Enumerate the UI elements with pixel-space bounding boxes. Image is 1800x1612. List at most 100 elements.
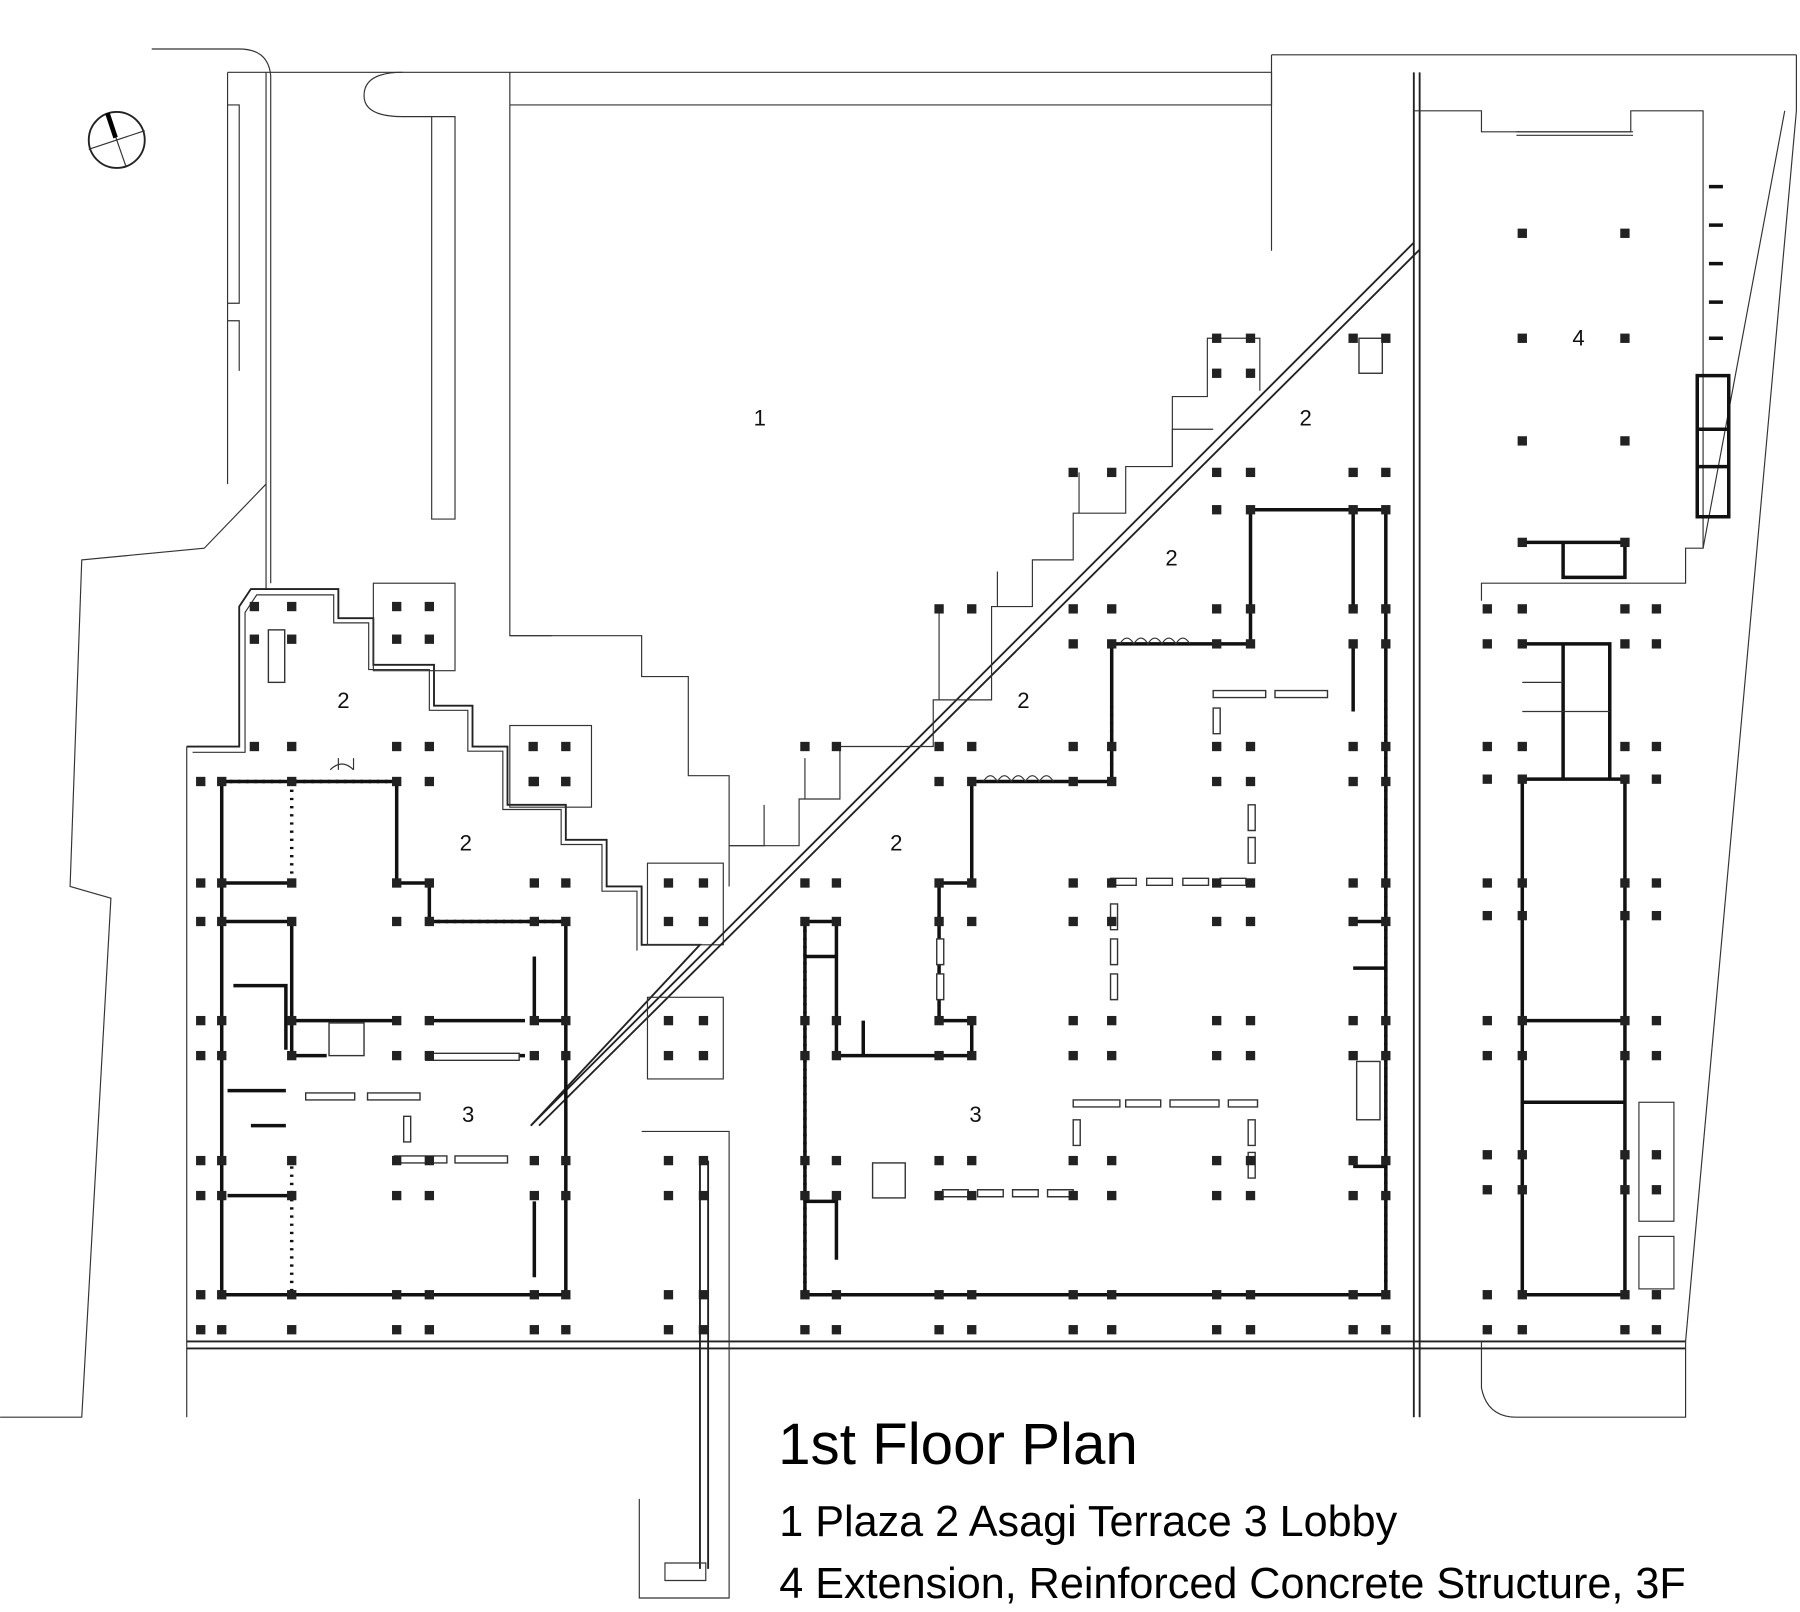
- column: [1620, 1050, 1630, 1061]
- column: [196, 1050, 206, 1061]
- column: [1482, 774, 1492, 784]
- column: [1068, 1015, 1078, 1026]
- column: [698, 1290, 709, 1300]
- diagonal-passage: [530, 241, 1421, 1599]
- room-label-terrace: 2: [890, 830, 902, 855]
- column: [1212, 1050, 1222, 1061]
- column: [1381, 604, 1391, 614]
- column: [698, 916, 709, 927]
- column: [1068, 1325, 1078, 1335]
- column: [1482, 639, 1492, 649]
- column: [698, 878, 709, 888]
- column: [287, 741, 297, 752]
- column: [1381, 878, 1391, 888]
- column: [831, 1290, 842, 1300]
- column: [1620, 741, 1630, 752]
- column: [1212, 1015, 1222, 1026]
- column: [1068, 776, 1078, 787]
- column: [698, 1015, 709, 1026]
- column: [967, 1325, 977, 1335]
- column: [1107, 1290, 1117, 1300]
- column: [217, 1290, 227, 1300]
- column: [217, 1050, 227, 1061]
- room-label-plaza: 1: [754, 406, 766, 431]
- column: [663, 1190, 674, 1201]
- column: [934, 1015, 944, 1026]
- column: [1212, 878, 1222, 888]
- column: [831, 741, 842, 752]
- column: [392, 634, 402, 644]
- column: [424, 1050, 435, 1061]
- column: [934, 1325, 944, 1335]
- column: [392, 776, 402, 787]
- column: [1348, 741, 1358, 752]
- column: [1482, 1290, 1492, 1300]
- column: [1212, 916, 1222, 927]
- column: [1107, 776, 1117, 787]
- column: [967, 1015, 977, 1026]
- column: [1212, 604, 1222, 614]
- column: [424, 1015, 435, 1026]
- column: [1107, 878, 1117, 888]
- column: [1482, 1185, 1492, 1195]
- column: [1245, 878, 1256, 888]
- column: [1620, 1290, 1630, 1300]
- column: [196, 776, 206, 787]
- column: [800, 878, 810, 888]
- center-wing-walls: [267, 337, 1388, 1297]
- column: [1107, 467, 1117, 478]
- column: [1517, 741, 1527, 752]
- column: [1482, 910, 1492, 921]
- column: [561, 916, 571, 927]
- column: [1212, 776, 1222, 787]
- column: [1381, 467, 1391, 478]
- column: [1381, 776, 1391, 787]
- column: [528, 776, 538, 787]
- column: [1381, 1050, 1391, 1061]
- column: [1620, 1150, 1630, 1160]
- column: [1245, 741, 1256, 752]
- column: [800, 1290, 810, 1300]
- column: [287, 1290, 297, 1300]
- column: [1517, 333, 1527, 343]
- column: [1107, 604, 1117, 614]
- column: [1381, 1190, 1391, 1201]
- column: [529, 1015, 539, 1026]
- column: [561, 1325, 571, 1335]
- column: [529, 1050, 539, 1061]
- column: [392, 878, 402, 888]
- column: [392, 916, 402, 927]
- column: [561, 741, 571, 752]
- column: [1068, 1190, 1078, 1201]
- column: [217, 776, 227, 787]
- column: [1245, 1015, 1256, 1026]
- column: [392, 741, 402, 752]
- column: [196, 1190, 206, 1201]
- column: [934, 1155, 944, 1166]
- column: [1620, 1015, 1630, 1026]
- column: [934, 878, 944, 888]
- column: [529, 1190, 539, 1201]
- column: [1245, 505, 1256, 515]
- column: [1517, 1050, 1527, 1061]
- column: [831, 1050, 842, 1061]
- column: [1212, 639, 1222, 649]
- column: [1348, 776, 1358, 787]
- column: [287, 776, 297, 787]
- column: [967, 1290, 977, 1300]
- plan-title: 1st Floor Plan: [778, 1412, 1138, 1477]
- column: [1212, 467, 1222, 478]
- column: [1620, 1325, 1630, 1335]
- column: [1107, 1155, 1117, 1166]
- column: [1068, 741, 1078, 752]
- column: [1068, 1050, 1078, 1061]
- column: [1107, 1190, 1117, 1201]
- column: [287, 1190, 297, 1201]
- column: [1620, 1185, 1630, 1195]
- column: [967, 776, 977, 787]
- column: [287, 1015, 297, 1026]
- column: [1517, 604, 1527, 614]
- column: [561, 1155, 571, 1166]
- column: [424, 1190, 435, 1201]
- column: [1348, 505, 1358, 515]
